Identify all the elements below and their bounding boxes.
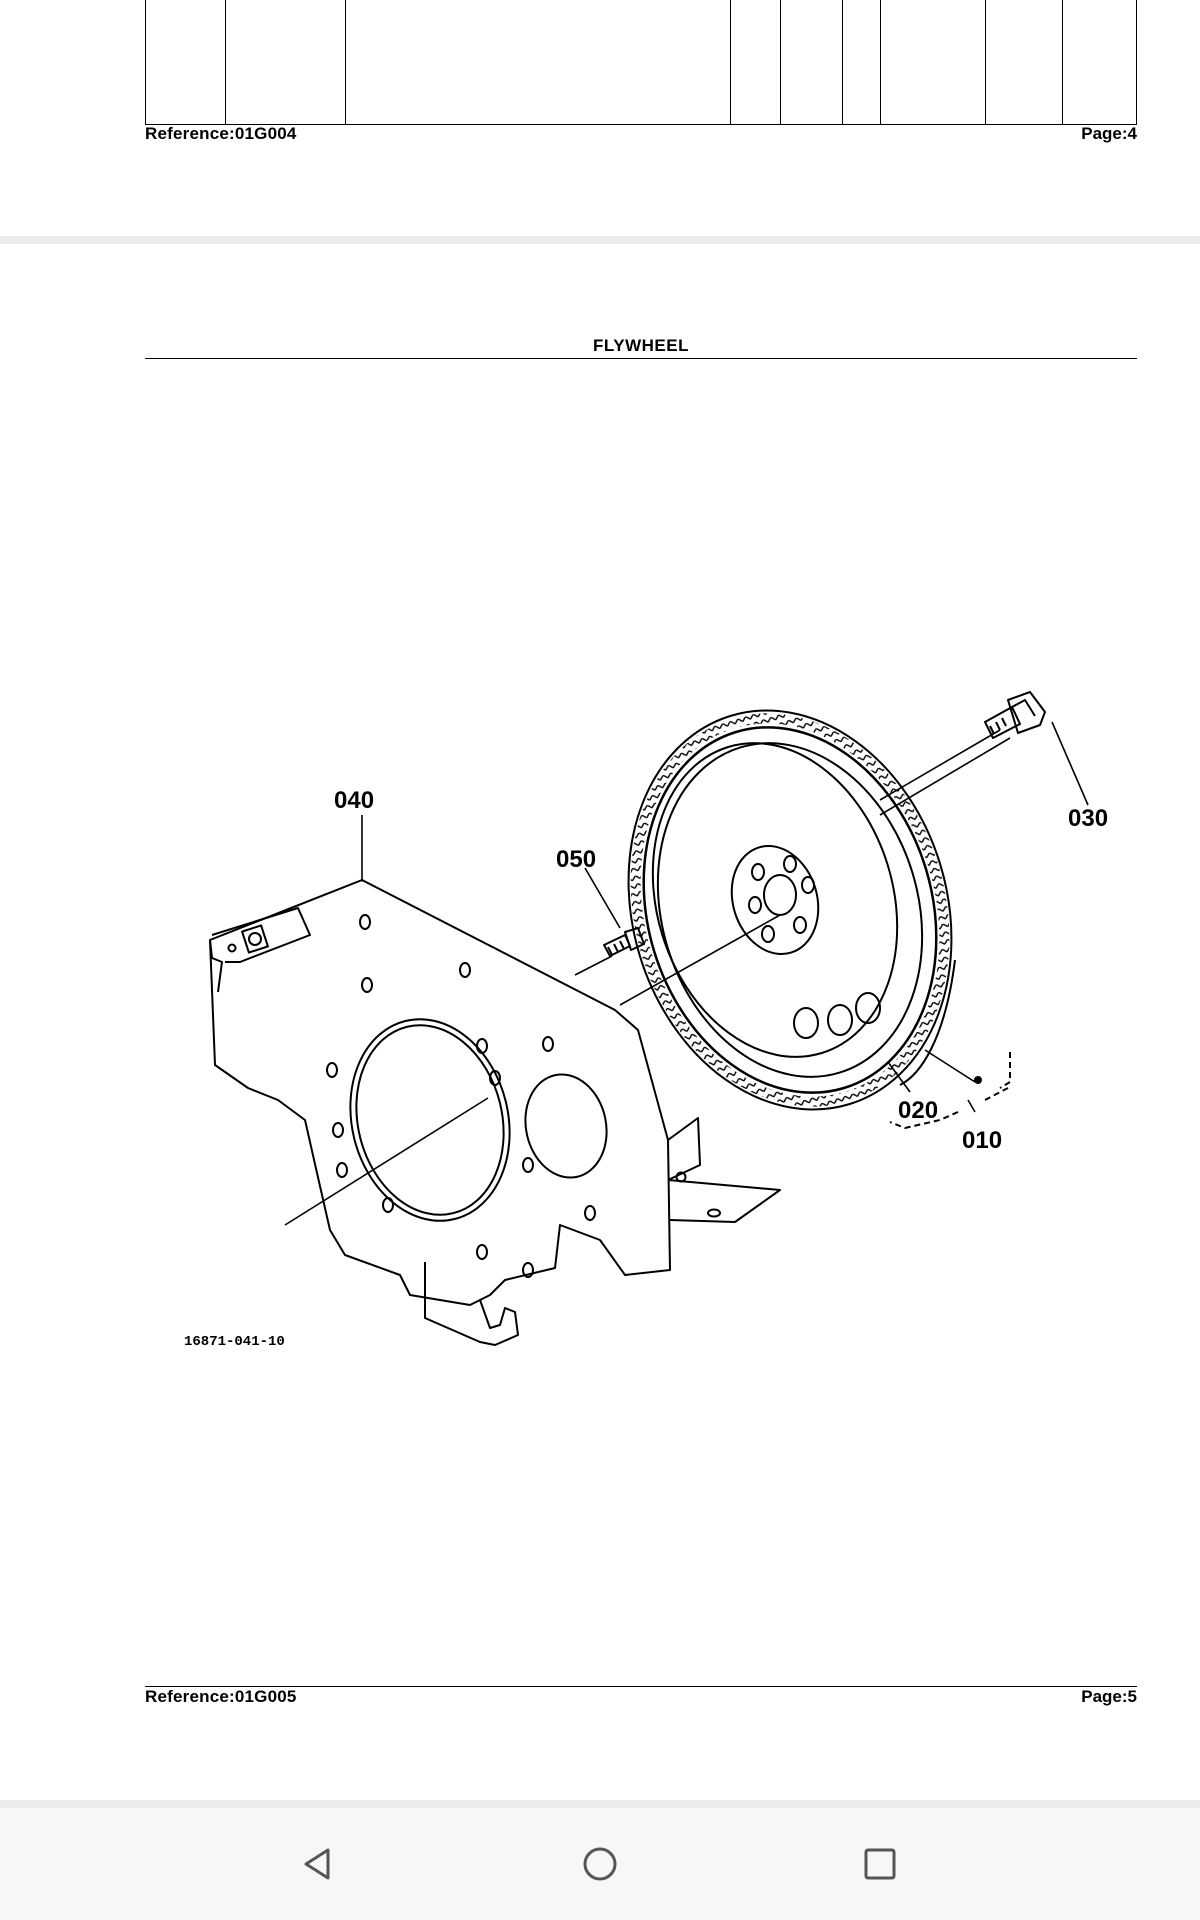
flywheel [627,709,956,1111]
table-column [880,0,881,124]
navigation-bar [0,1808,1200,1920]
previous-page: Reference:01G004 Page:4 [0,0,1200,236]
table-column [842,0,843,124]
title-rule [145,358,1137,359]
parts-table-fragment [145,0,1137,125]
drawing-number: 16871-041-10 [184,1334,285,1350]
current-page [0,244,1200,1800]
callout-030: 030 [1068,805,1108,832]
table-column [985,0,986,124]
back-button[interactable] [290,1836,346,1892]
bolt-030 [984,691,1046,739]
section-title: FLYWHEEL [593,336,689,355]
previous-reference: Reference:01G004 [145,124,297,143]
back-triangle-icon [304,1848,330,1880]
dowel-pin-010 [889,1052,1011,1129]
callout-010: 010 [962,1127,1002,1154]
callout-040: 040 [334,787,374,814]
current-page-number: Page:5 [1081,1687,1137,1706]
callout-020: 020 [898,1097,938,1124]
footer-rule [145,1686,1137,1687]
table-column [345,0,346,124]
home-button[interactable] [572,1836,628,1892]
table-column [225,0,226,124]
recents-button[interactable] [852,1836,908,1892]
table-column [1062,0,1137,124]
callout-050: 050 [556,846,596,873]
current-reference: Reference:01G005 [145,1687,297,1706]
back-plate [209,879,781,1346]
page-divider [0,236,1200,244]
table-column [780,0,781,124]
recents-square-icon [864,1848,896,1880]
page-divider [0,1800,1200,1808]
flywheel-exploded-diagram: 040 050 030 020 010 16871-041-10 [184,691,1108,1350]
home-circle-icon [583,1847,617,1881]
previous-page-number: Page:4 [1081,124,1137,143]
table-column [730,0,731,124]
table-column [145,0,146,124]
